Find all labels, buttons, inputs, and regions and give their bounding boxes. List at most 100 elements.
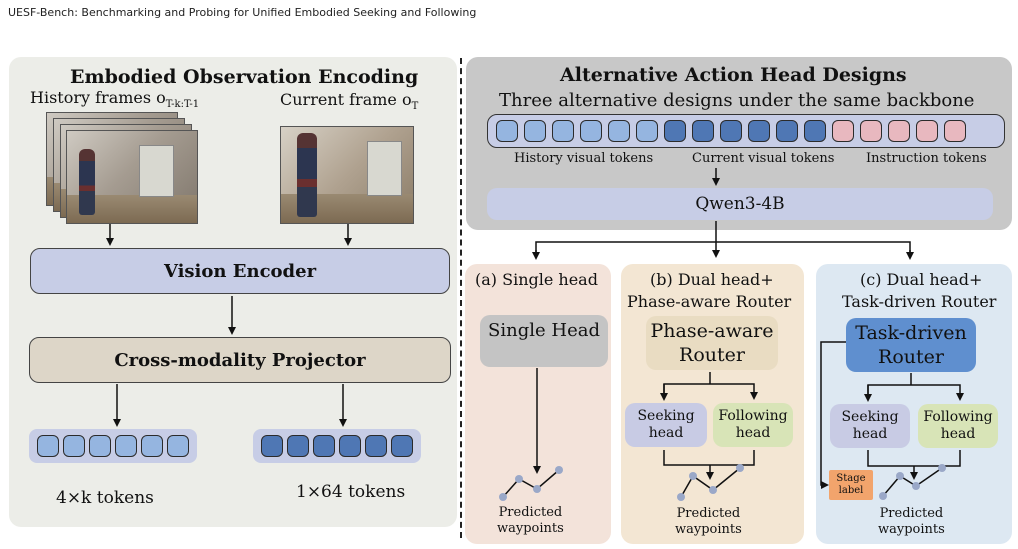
instruction-token xyxy=(860,120,882,142)
phase-trajectory xyxy=(680,467,741,498)
history-frames-label: History frames oT-k:T-1 xyxy=(30,88,199,110)
task-driven-title-2: Task-driven Router xyxy=(842,292,997,311)
task-heads-merge xyxy=(867,450,961,467)
phase-router-branch xyxy=(663,383,758,400)
waypoint-dot xyxy=(677,493,685,501)
instruction-tokens-label: Instruction tokens xyxy=(866,151,987,166)
router-line-1: Phase-aware xyxy=(650,320,774,342)
history-visual-token xyxy=(524,120,546,142)
phase-aware-title-2: Phase-aware Router xyxy=(627,292,792,311)
single-head-panel xyxy=(465,264,611,544)
follow-line-2: head xyxy=(940,426,976,442)
waypoint-dot xyxy=(689,472,697,480)
current-tokens-count: 1×64 tokens xyxy=(296,482,406,502)
history-visual-token xyxy=(496,120,518,142)
task-router-branch xyxy=(867,384,964,401)
arrow-router-to-stage-label xyxy=(820,341,846,489)
dashed-divider xyxy=(460,58,462,538)
waypoint-dot xyxy=(515,475,523,483)
current-token xyxy=(339,435,361,457)
single-head-title: (a) Single head xyxy=(475,270,598,289)
history-token xyxy=(63,435,85,457)
current-frame-text: Current frame o xyxy=(280,90,412,109)
history-frames-text: History frames o xyxy=(30,88,166,107)
history-visual-tokens-label: History visual tokens xyxy=(514,151,654,166)
current-token xyxy=(261,435,283,457)
waypoint-dot xyxy=(555,466,563,474)
stage-line-1: Stage xyxy=(836,473,866,484)
output-line-1: Predicted xyxy=(498,505,563,520)
waypoint-dot xyxy=(533,485,541,493)
page-header: UESF-Bench: Benchmarking and Probing for… xyxy=(8,6,477,19)
output-line-2: waypoints xyxy=(878,522,945,537)
waypoint-dot xyxy=(499,493,507,501)
output-line-2: waypoints xyxy=(675,522,742,537)
instruction-token xyxy=(888,120,910,142)
instruction-token xyxy=(944,120,966,142)
history-visual-token xyxy=(608,120,630,142)
current-token xyxy=(391,435,413,457)
history-frame-4 xyxy=(66,130,198,224)
history-tokens-count: 4×k tokens xyxy=(56,488,154,508)
current-visual-token xyxy=(664,120,686,142)
task-driven-title-1: (c) Dual head+ xyxy=(860,270,983,289)
history-visual-token xyxy=(552,120,574,142)
waypoint-dot xyxy=(879,492,887,500)
output-line-1: Predicted xyxy=(676,506,741,521)
current-frame-subscript: T xyxy=(411,101,419,113)
backbone-label: Qwen3-4B xyxy=(695,194,785,214)
current-token xyxy=(313,435,335,457)
seek-line-2: head xyxy=(648,425,684,441)
follow-line-1: Following xyxy=(923,409,993,425)
stage-line-2: label xyxy=(838,485,864,496)
current-visual-token xyxy=(804,120,826,142)
output-line-1: Predicted xyxy=(879,506,944,521)
seek-line-1: Seeking xyxy=(637,408,695,424)
current-visual-token xyxy=(776,120,798,142)
router-line-1: Task-driven xyxy=(855,322,967,344)
single-head-trajectory xyxy=(502,469,560,498)
branch-line xyxy=(535,241,911,256)
history-token-row xyxy=(29,429,197,463)
current-visual-token xyxy=(692,120,714,142)
vision-encoder-label: Vision Encoder xyxy=(163,260,317,282)
history-token xyxy=(141,435,163,457)
task-trajectory xyxy=(882,467,943,497)
history-visual-token xyxy=(580,120,602,142)
seek-line-2: head xyxy=(852,426,888,442)
history-visual-token xyxy=(636,120,658,142)
history-frames-subscript: T-k:T-1 xyxy=(165,99,200,111)
current-frame-image xyxy=(280,126,414,224)
vision-encoder-box: Vision Encoder xyxy=(30,248,450,294)
router-line-2: Router xyxy=(679,344,745,366)
single-head-box: Single Head xyxy=(480,315,608,367)
projector-label: Cross-modality Projector xyxy=(114,349,366,371)
history-token xyxy=(167,435,189,457)
action-head-designs-title: Alternative Action Head Designs xyxy=(560,64,907,86)
waypoint-dot xyxy=(912,482,920,490)
current-visual-token xyxy=(720,120,742,142)
action-head-designs-subtitle: Three alternative designs under the same… xyxy=(499,90,975,111)
waypoint-dot xyxy=(896,472,904,480)
current-token-row xyxy=(253,429,421,463)
waypoint-dot xyxy=(736,464,744,472)
current-visual-token xyxy=(748,120,770,142)
output-line-2: waypoints xyxy=(497,521,564,536)
history-token xyxy=(115,435,137,457)
current-token xyxy=(365,435,387,457)
projector-box: Cross-modality Projector xyxy=(29,337,451,383)
phase-heads-merge xyxy=(663,450,755,466)
waypoint-dot xyxy=(709,486,717,494)
follow-line-1: Following xyxy=(718,408,788,424)
